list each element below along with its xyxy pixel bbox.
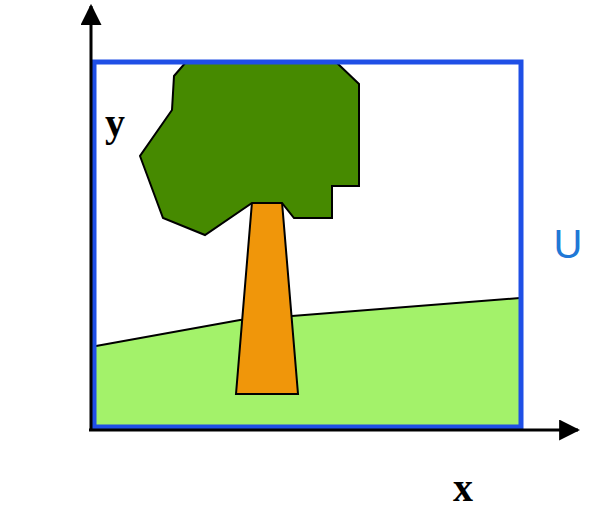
grass <box>96 298 520 425</box>
horizon-line <box>96 298 520 346</box>
y-axis <box>90 6 93 430</box>
set-label: U <box>554 222 583 267</box>
x-axis <box>89 429 578 432</box>
tree-trunk <box>236 202 298 394</box>
frame-rectangle <box>94 62 521 427</box>
axis-label: y <box>105 99 125 146</box>
tree-canopy <box>140 62 359 235</box>
axis-label: x <box>453 464 473 511</box>
